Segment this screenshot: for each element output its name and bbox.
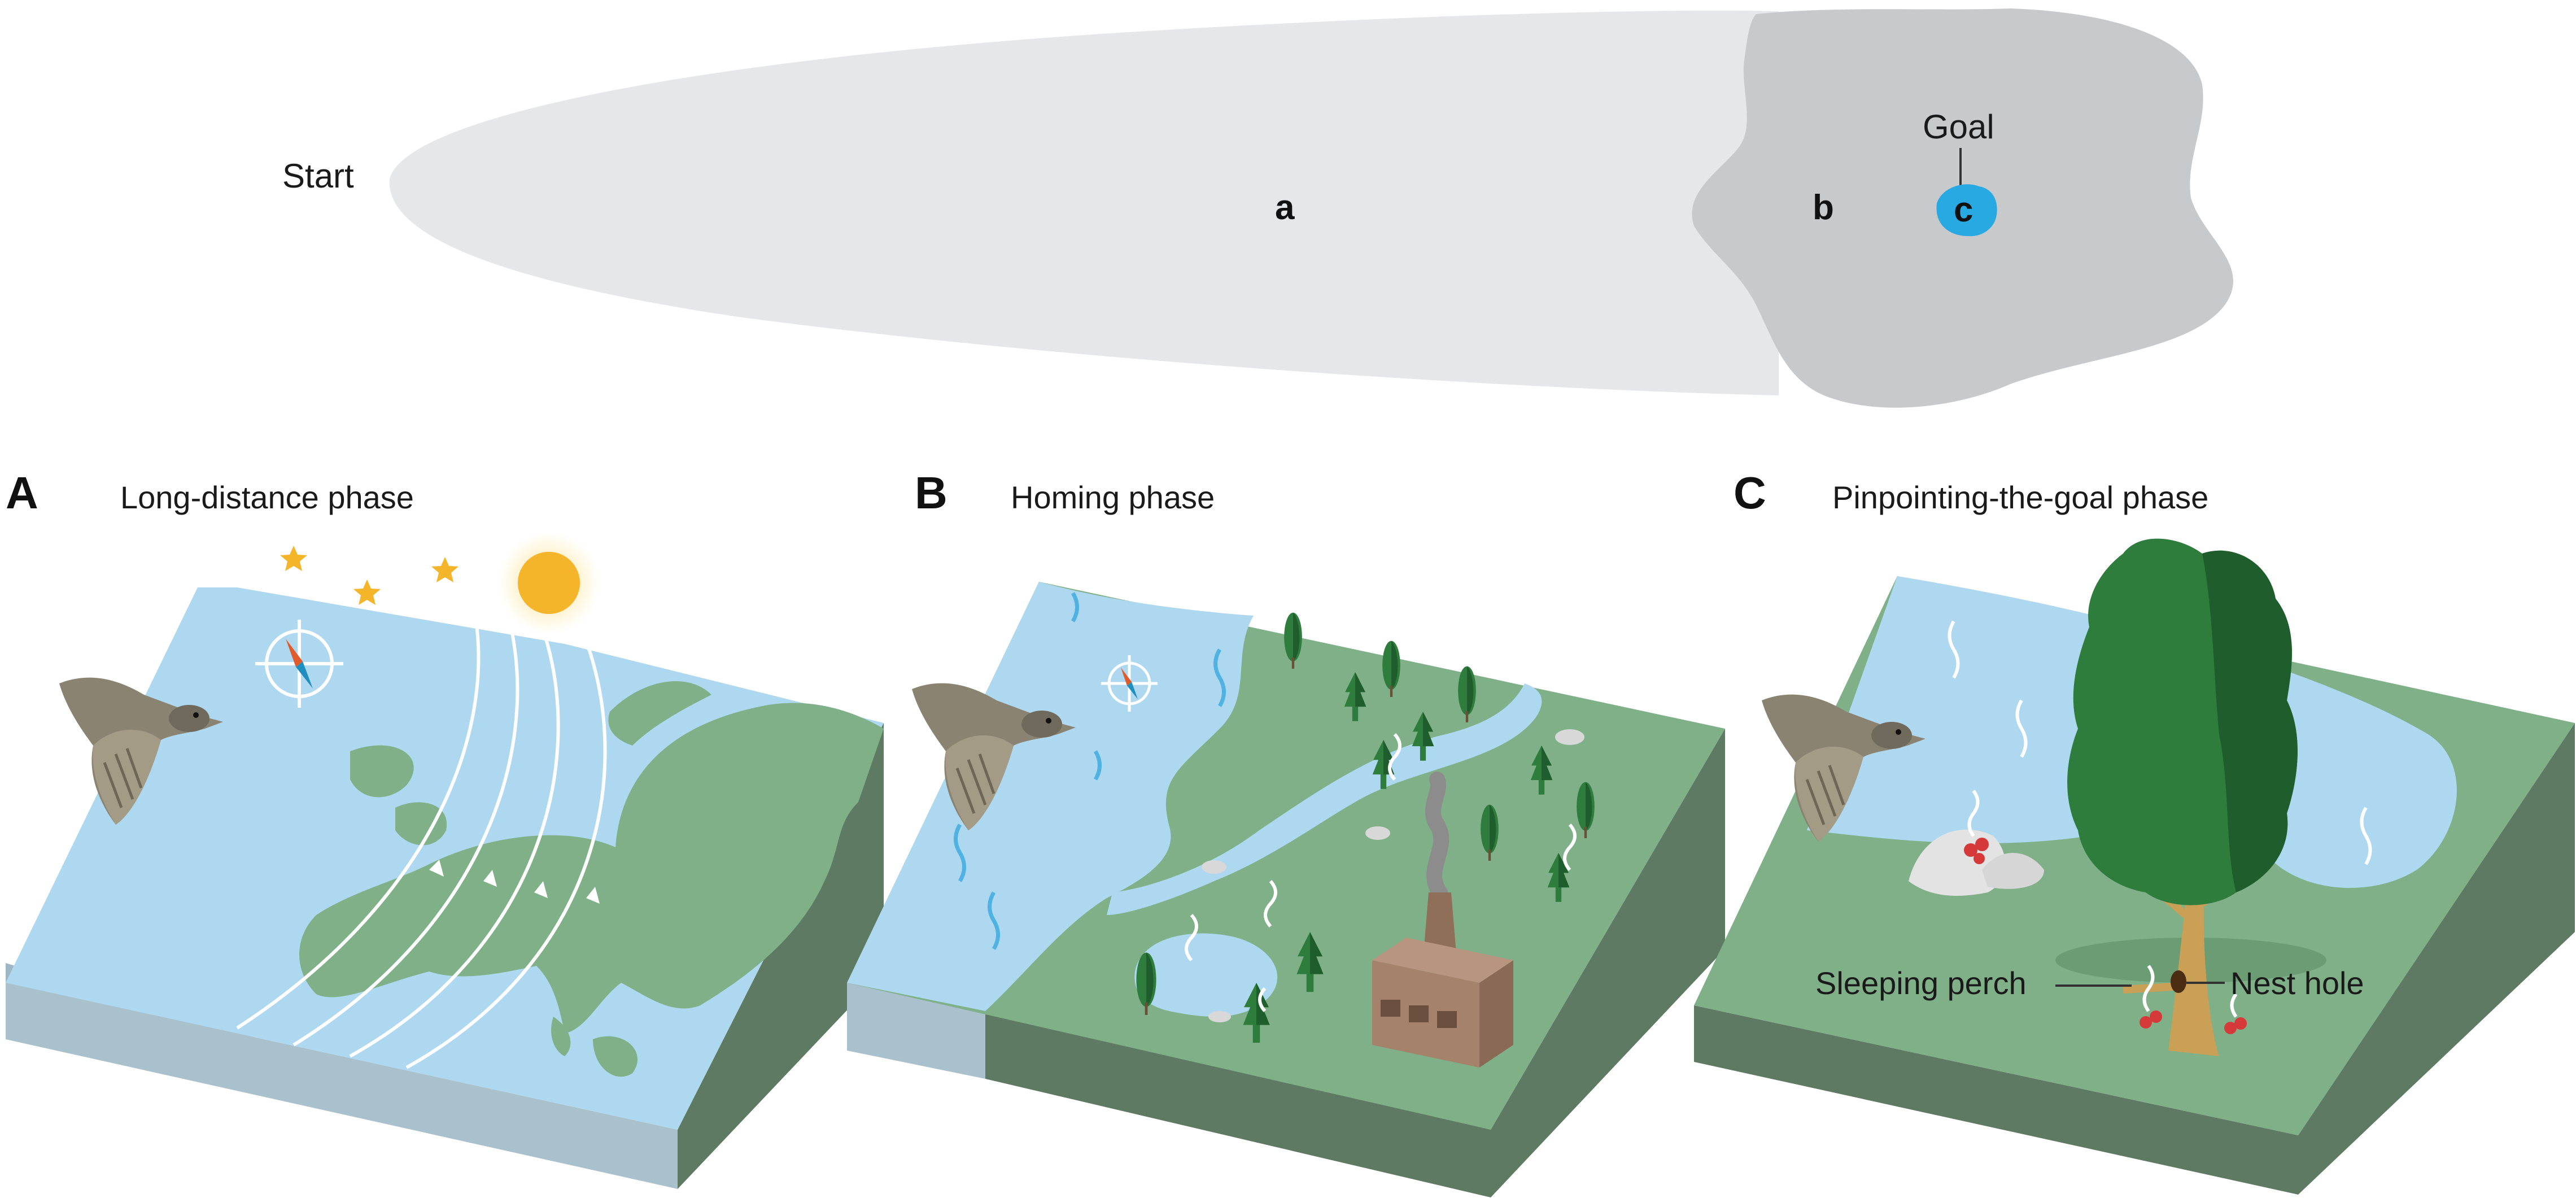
lake-water bbox=[1134, 933, 1278, 1017]
zone-a-shape bbox=[389, 10, 1779, 395]
block-c-side bbox=[2298, 723, 2575, 1195]
star-icon bbox=[280, 546, 307, 571]
sleeping-perch-label: Sleeping perch bbox=[1815, 965, 2027, 1001]
odour-plumes bbox=[1185, 733, 1577, 1013]
schematic: Start a b Goal c bbox=[282, 8, 2233, 408]
river-water bbox=[1107, 683, 1542, 915]
block-b-front-land bbox=[985, 1011, 1491, 1197]
water-wave-marks bbox=[1948, 620, 2372, 865]
scandinavia-land bbox=[608, 681, 711, 746]
zone-a-label: a bbox=[1275, 188, 1295, 227]
start-label: Start bbox=[282, 157, 354, 195]
block-c-front bbox=[1694, 1005, 2298, 1195]
factory bbox=[1372, 772, 1513, 1068]
panel-c-letter: C bbox=[1734, 468, 1766, 518]
sun-icon bbox=[518, 552, 580, 614]
panel-a-letter: A bbox=[6, 468, 38, 518]
route-arrows bbox=[429, 860, 600, 904]
panel-a-landscape bbox=[6, 532, 884, 1189]
zone-c-label: c bbox=[1954, 190, 1973, 229]
nest-hole-icon bbox=[2171, 970, 2186, 993]
star-icon bbox=[431, 557, 459, 582]
rocks bbox=[1202, 729, 1584, 1022]
europe-land bbox=[299, 703, 884, 1077]
poplar-tree bbox=[2055, 538, 2326, 1056]
sea-water bbox=[847, 582, 1254, 1011]
nest-hole-label: Nest hole bbox=[2230, 965, 2364, 1001]
red-flowers bbox=[1964, 838, 2247, 1034]
tree-crown-shade bbox=[2202, 550, 2298, 892]
panel-a-title: Long-distance phase bbox=[120, 480, 414, 515]
smoke bbox=[1425, 772, 1449, 900]
panel-b-title: Homing phase bbox=[1011, 480, 1215, 515]
panel-b-letter: B bbox=[915, 468, 948, 518]
panel-c-landscape: Sleeping perch Nest hole bbox=[1694, 538, 2575, 1195]
compass-icon bbox=[255, 620, 343, 708]
block-a-front-face bbox=[6, 983, 678, 1189]
block-b-front-water bbox=[847, 983, 985, 1079]
stars bbox=[280, 546, 459, 605]
block-b-side bbox=[1491, 729, 1725, 1197]
panel-b-landscape bbox=[847, 582, 1725, 1197]
zone-b-label: b bbox=[1813, 188, 1834, 227]
odour-plumes bbox=[1967, 790, 2238, 1018]
migration-routes bbox=[236, 609, 607, 1069]
goal-zone-shape bbox=[1936, 184, 1997, 237]
compass-icon bbox=[1101, 655, 1158, 712]
panel-c-title: Pinpointing-the-goal phase bbox=[1832, 480, 2208, 515]
water-wave-marks bbox=[954, 592, 1226, 950]
tree-trunk bbox=[2168, 819, 2219, 1056]
goal-label: Goal bbox=[1923, 108, 1994, 146]
panel-headers: A Long-distance phase B Homing phase C P… bbox=[6, 468, 2208, 518]
star-icon bbox=[353, 580, 381, 605]
